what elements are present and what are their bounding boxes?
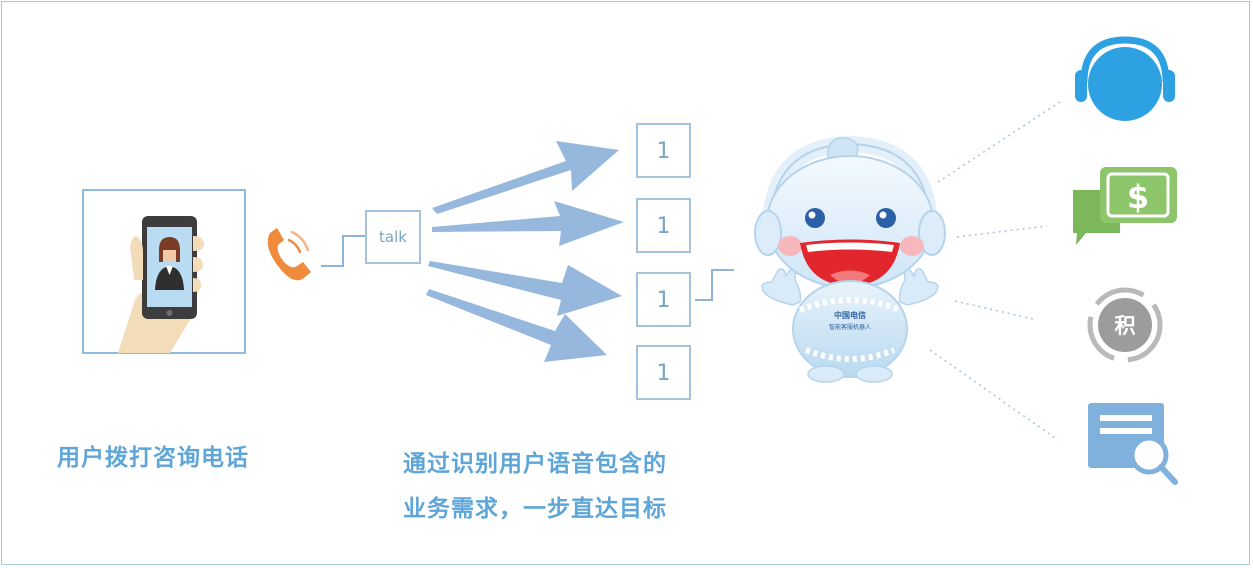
target-connectors (929, 101, 1061, 441)
routing-arrow-1 (432, 141, 619, 214)
robot-mascot: 中国电信 智能客服机器人 (754, 135, 946, 383)
routing-arrows (426, 141, 624, 362)
points-icon: 积 (1087, 287, 1163, 363)
recognition-caption-line-2: 业务需求，一步直达目标 (403, 496, 667, 522)
intent-box: 1 (636, 272, 691, 327)
intent-box-list: 1 1 1 1 (636, 123, 691, 400)
routing-arrow-3 (428, 261, 622, 316)
intent-box: 1 (636, 123, 691, 178)
robot-badge: 中国电信 智能客服机器人 (829, 310, 871, 331)
speech-input-label: talk (379, 228, 407, 246)
recognition-caption: 通过识别用户语音包含的 业务需求，一步直达目标 (403, 442, 667, 532)
intent-box-label: 1 (657, 139, 671, 164)
routing-arrow-2 (432, 201, 624, 246)
intent-box: 1 (636, 345, 691, 400)
robot-badge-subtitle: 智能客服机器人 (829, 323, 871, 331)
intent-box-label: 1 (657, 361, 671, 386)
user-call-caption: 用户拨打咨询电话 (57, 445, 249, 471)
routing-arrow-4 (426, 289, 607, 362)
intent-box-label: 1 (657, 214, 671, 239)
intent-box-label: 1 (657, 288, 671, 313)
robot-badge-title: 中国电信 (834, 310, 866, 320)
dollar-chat-icon: $ (1073, 167, 1177, 245)
robot-eyes (805, 208, 896, 228)
document-search-icon (1088, 403, 1178, 485)
intent-box: 1 (636, 198, 691, 253)
caller-panel (82, 189, 246, 354)
recognition-caption-line-1: 通过识别用户语音包含的 (403, 451, 667, 477)
robot-mouth (800, 239, 900, 286)
smartphone-icon (142, 216, 197, 319)
points-symbol: 积 (1115, 314, 1136, 338)
phone-handset-icon (267, 228, 311, 281)
dollar-symbol: $ (1127, 178, 1149, 216)
speech-input-box: talk (365, 210, 421, 264)
headset-icon (1075, 36, 1175, 121)
